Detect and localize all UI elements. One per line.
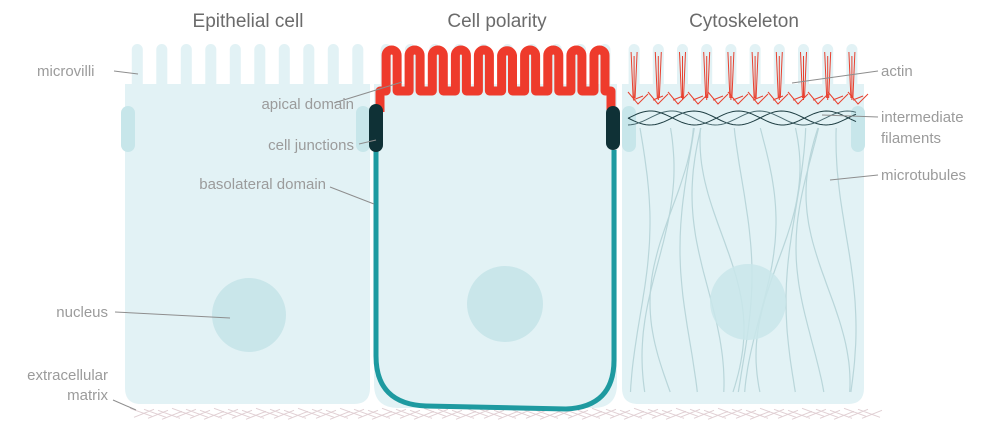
cell-junction-left-inner bbox=[356, 106, 370, 152]
label-microvilli: microvilli bbox=[37, 63, 95, 80]
cell-junction-right-inner bbox=[622, 106, 636, 152]
cell-junction-right-outer bbox=[851, 106, 865, 152]
title-cytoskeleton: Cytoskeleton bbox=[689, 11, 799, 32]
cell-junction-left bbox=[369, 104, 383, 152]
title-cell-polarity: Cell polarity bbox=[447, 11, 547, 32]
label-basolateral-domain: basolateral domain bbox=[199, 176, 326, 193]
label-microtubules: microtubules bbox=[881, 167, 966, 184]
label-intermediate: intermediate bbox=[881, 109, 964, 126]
polarized-cell bbox=[374, 44, 617, 408]
cell-junction-right bbox=[606, 106, 620, 150]
label-nucleus: nucleus bbox=[56, 304, 108, 321]
label-apical-domain: apical domain bbox=[261, 96, 354, 113]
label-cell-junctions: cell junctions bbox=[268, 137, 354, 154]
label-extracellular: extracellular bbox=[27, 367, 108, 384]
nucleus-right bbox=[710, 264, 786, 340]
label-matrix: matrix bbox=[67, 387, 108, 404]
nucleus-middle bbox=[467, 266, 543, 342]
label-actin: actin bbox=[881, 63, 913, 80]
title-epithelial-cell: Epithelial cell bbox=[193, 11, 304, 32]
nucleus-left bbox=[212, 278, 286, 352]
label-filaments: filaments bbox=[881, 130, 941, 147]
cell-junction-left-outer bbox=[121, 106, 135, 152]
